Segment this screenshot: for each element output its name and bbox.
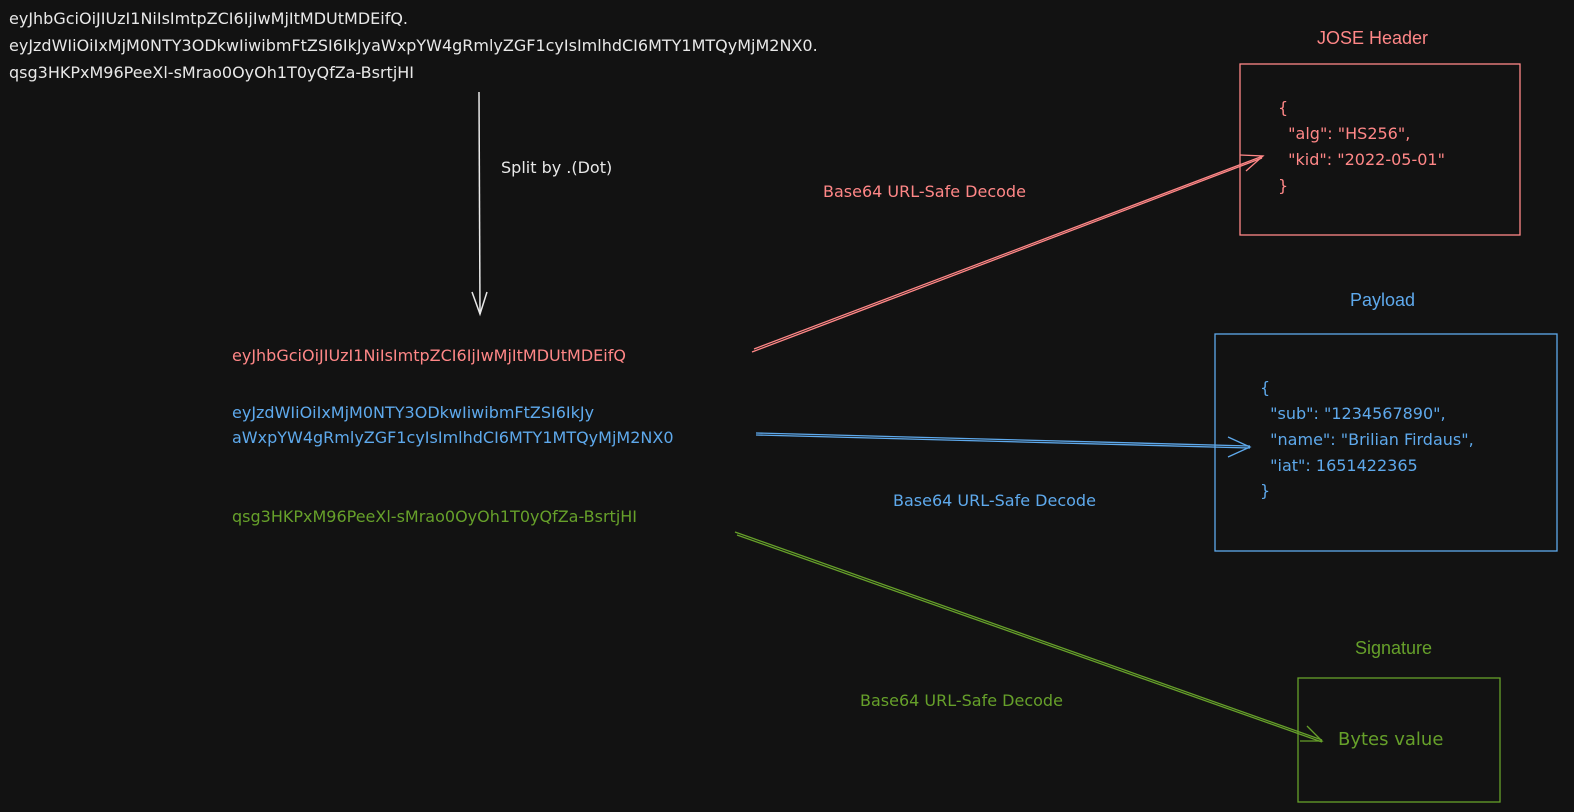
json-line: "name": "Brilian Firdaus", xyxy=(1260,430,1474,449)
signature-segment: qsg3HKPxM96PeeXl-sMrao0OyOh1T0yQfZa-Bsrt… xyxy=(232,507,638,526)
json-line: "alg": "HS256", xyxy=(1278,124,1411,143)
json-line: "kid": "2022-05-01" xyxy=(1278,150,1445,169)
split-arrow xyxy=(471,91,488,317)
jwt-token-line-2: eyJzdWIiOiIxMjM0NTY3ODkwIiwibmFtZSI6IkJy… xyxy=(9,36,818,55)
json-line: "sub": "1234567890", xyxy=(1260,404,1446,423)
json-line: "iat": 1651422365 xyxy=(1260,456,1418,475)
signature-box-title: Signature xyxy=(1355,638,1433,658)
jwt-token-line-3: qsg3HKPxM96PeeXl-sMrao0OyOh1T0yQfZa-Bsrt… xyxy=(9,63,415,82)
json-line: } xyxy=(1260,481,1271,500)
payload-segment-line-1: eyJzdWIiOiIxMjM0NTY3ODkwIiwibmFtZSI6IkJy xyxy=(232,403,595,422)
json-line: } xyxy=(1278,176,1289,195)
header-box xyxy=(1239,63,1521,236)
payload-box xyxy=(1214,333,1558,552)
signature-decode-label: Base64 URL-Safe Decode xyxy=(860,691,1063,710)
header-segment: eyJhbGciOiJIUzI1NiIsImtpZCI6IjIwMjItMDUt… xyxy=(232,346,626,365)
json-line: { xyxy=(1278,98,1289,117)
payload-segment-line-2: aWxpYW4gRmlyZGF1cyIsImlhdCI6MTY1MTQyMjM2… xyxy=(232,428,674,447)
payload-decode-arrow xyxy=(755,432,1252,458)
split-label: Split by .(Dot) xyxy=(501,158,613,177)
payload-box-title: Payload xyxy=(1350,290,1416,310)
signature-content: Bytes value xyxy=(1338,729,1444,750)
json-line: { xyxy=(1260,378,1271,397)
signature-box xyxy=(1297,677,1501,803)
signature-decode-arrow xyxy=(734,531,1324,743)
payload-decode-label: Base64 URL-Safe Decode xyxy=(893,491,1096,510)
header-decode-label: Base64 URL-Safe Decode xyxy=(823,182,1026,201)
jwt-token-line-1: eyJhbGciOiJIUzI1NiIsImtpZCI6IjIwMjItMDUt… xyxy=(9,9,408,28)
header-decode-arrow xyxy=(751,154,1265,353)
header-box-title: JOSE Header xyxy=(1317,28,1429,48)
